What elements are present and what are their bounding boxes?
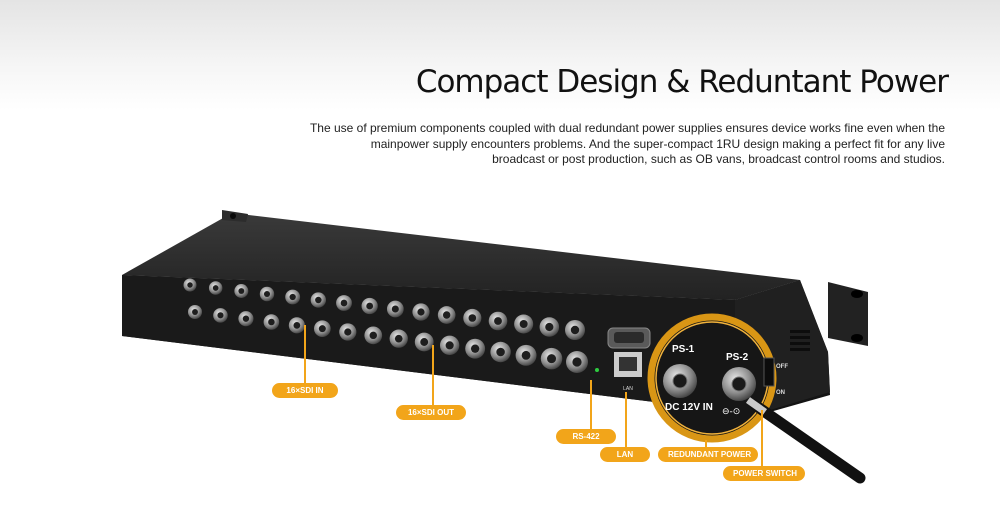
callout-sdi-in: 16×SDI IN — [272, 383, 338, 398]
switch-off-label: OFF — [776, 364, 788, 370]
bnc-connector-core — [369, 331, 377, 340]
bnc-connector-core — [470, 344, 480, 353]
leader-power-switch — [761, 410, 763, 466]
leader-lan — [625, 392, 627, 447]
description-line: The use of premium components coupled wi… — [309, 121, 945, 135]
page-heading: Compact Design & Reduntant Power — [415, 64, 949, 100]
bnc-connector-core — [289, 293, 296, 301]
bnc-connector-core — [238, 288, 245, 294]
bnc-connector-core — [468, 314, 477, 322]
bnc-connector-core — [570, 325, 580, 335]
rack-ear-right — [828, 282, 868, 346]
bnc-connector-core — [521, 350, 531, 360]
switch-on-label: ON — [776, 390, 785, 396]
side-vents — [790, 330, 810, 351]
bnc-connector-core — [572, 357, 582, 367]
description-line: mainpower supply encounters problems. An… — [370, 136, 945, 151]
bnc-connector-core — [547, 354, 557, 364]
bnc-connector-core — [318, 325, 326, 333]
bnc-connector-core — [315, 296, 322, 304]
bnc-connector-core — [445, 341, 454, 350]
ps1-label: PS-1 — [672, 344, 695, 355]
ps2-label: PS-2 — [726, 352, 749, 363]
bnc-connector-core — [545, 322, 554, 332]
bnc-connector-core — [192, 309, 198, 315]
callout-power-switch: POWER SWITCH — [723, 466, 805, 481]
callout-lan: LAN — [600, 447, 650, 462]
bnc-connector-core — [391, 305, 399, 313]
leader-redundant-power — [705, 440, 707, 448]
bnc-connector-core — [417, 308, 425, 316]
bnc-connector-core — [268, 318, 275, 326]
power-connector-2-core — [731, 376, 747, 392]
power-switch — [763, 357, 775, 387]
bnc-connector-core — [496, 347, 505, 357]
bnc-connector-core — [394, 334, 403, 343]
rs422-port-inner — [614, 332, 644, 343]
bnc-connector-core — [263, 290, 271, 298]
dc-in-label: DC 12V IN — [665, 402, 713, 413]
bnc-connector-core — [293, 321, 301, 329]
leader-sdi-out — [432, 345, 434, 405]
dc-polarity-icon: ⊖-⊙ — [722, 407, 740, 417]
bnc-connector-core — [217, 312, 224, 319]
status-led — [595, 368, 599, 372]
bnc-connector-core — [366, 302, 374, 310]
description: The use of premium components coupled wi… — [245, 121, 945, 168]
rack-ear-hole — [230, 213, 236, 219]
bnc-connector-core — [212, 285, 219, 291]
rack-ear-hole — [851, 290, 863, 298]
bnc-connector-core — [344, 328, 352, 336]
description-line: broadcast or post production, such as OB… — [492, 152, 945, 166]
callout-sdi-out: 16×SDI OUT — [396, 405, 466, 420]
bnc-connector-core — [340, 299, 348, 307]
lan-port-inner — [619, 357, 637, 371]
bnc-connector-core — [519, 319, 528, 329]
callout-redundant-power: REDUNDANT POWER — [658, 447, 758, 462]
callout-rs422: RS-422 — [556, 429, 616, 444]
leader-rs422 — [590, 380, 592, 430]
power-connector-1-core — [672, 373, 688, 389]
chassis-top — [122, 213, 800, 300]
leader-sdi-in — [304, 325, 306, 383]
rack-ear-hole — [851, 334, 863, 342]
bnc-connector-core — [494, 317, 502, 325]
bnc-connectors — [183, 278, 588, 373]
lan-port-label: LAN — [623, 386, 633, 392]
bnc-connector-core — [420, 338, 429, 346]
bnc-connector-core — [242, 315, 250, 322]
bnc-connector-core — [187, 282, 193, 288]
bnc-connector-core — [442, 311, 451, 319]
